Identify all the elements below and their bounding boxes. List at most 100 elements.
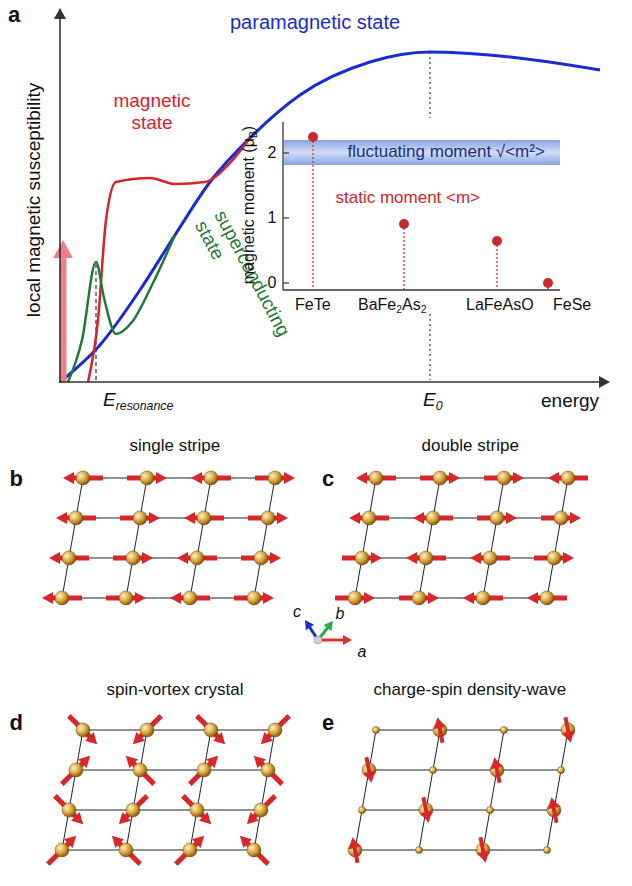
figure-label: spin-vortex crystal — [107, 680, 244, 700]
charge-spin-density-wave-lattice — [348, 717, 575, 862]
guide-line — [429, 52, 430, 118]
fe-atom — [362, 511, 376, 525]
single-stripe-lattice — [42, 471, 295, 605]
spin-arrow — [477, 837, 489, 862]
fluctuating-band — [284, 140, 560, 165]
figure-label: a — [8, 2, 20, 27]
figure-label: d — [10, 710, 23, 735]
moment-dot — [543, 278, 553, 288]
figure-label: b — [10, 466, 23, 491]
figure-label: magnetic state — [102, 90, 202, 134]
fe-atom — [261, 511, 275, 525]
fe-atom — [501, 727, 508, 734]
fe-atom — [558, 767, 565, 774]
lattice-line — [483, 730, 504, 850]
fe-atom — [483, 551, 497, 565]
drop-line — [403, 224, 404, 290]
spin-arrow — [176, 836, 204, 864]
fe-atom — [76, 471, 90, 485]
figure-label: charge-spin density-wave — [374, 680, 567, 700]
spin-arrow — [62, 756, 90, 784]
lattice-line — [190, 730, 211, 850]
drop-line — [496, 241, 497, 290]
lattice-line — [190, 478, 211, 598]
fe-atom — [76, 723, 90, 737]
figure-label: c — [293, 603, 301, 621]
spin-arrow — [197, 716, 225, 744]
spin-arrow — [55, 796, 83, 824]
figure-label: local magnetic susceptibility — [23, 83, 45, 317]
figure-label: 2 — [268, 144, 277, 162]
lattice-line — [69, 558, 261, 559]
fe-atom — [247, 843, 261, 857]
spin-arrow — [470, 552, 510, 564]
lattice-line — [419, 478, 440, 598]
moment-dot — [308, 132, 318, 142]
fe-atom — [140, 471, 154, 485]
fe-atom — [254, 803, 268, 817]
lattice-line — [76, 770, 268, 771]
figure-label: FeSe — [553, 296, 591, 314]
fe-atom — [540, 591, 554, 605]
spin-arrow — [342, 552, 382, 564]
lattice-line — [419, 730, 440, 850]
lattice-line — [76, 518, 268, 519]
spin-arrow — [191, 472, 231, 484]
spin-arrow — [248, 512, 288, 524]
moment-dot — [399, 219, 409, 229]
fe-atom — [561, 471, 575, 485]
fe-atom — [490, 511, 504, 525]
fe-atom — [55, 591, 69, 605]
fe-atom — [430, 767, 437, 774]
spin-arrow — [184, 512, 224, 524]
fe-atom — [197, 511, 211, 525]
figure-label: static moment <m> — [336, 188, 481, 208]
lattice-line — [355, 478, 376, 598]
spin-arrow — [112, 836, 140, 864]
spin-arrow — [255, 472, 295, 484]
spin-arrow — [399, 592, 439, 604]
figure-label: single stripe — [130, 436, 221, 456]
spin-arrow — [434, 717, 446, 742]
figure-label: Eresonance — [103, 389, 173, 413]
lattice-line — [369, 518, 561, 519]
lattice-line — [83, 478, 275, 479]
spin-arrow — [463, 592, 503, 604]
spin-arrow — [527, 592, 567, 604]
lattice-line — [126, 730, 147, 850]
drop-line — [312, 137, 313, 290]
fe-atom — [476, 591, 490, 605]
resonance-arrow — [53, 240, 73, 382]
lattice-line — [83, 730, 275, 731]
figure-label: c — [322, 466, 334, 491]
spin-arrow — [477, 512, 517, 524]
guide-line — [429, 314, 430, 380]
fe-atom — [62, 803, 76, 817]
spin-arrow — [190, 756, 218, 784]
lattice-line — [369, 770, 561, 771]
lattice-line — [547, 730, 568, 850]
lattice-line — [69, 810, 261, 811]
figure-label: e — [322, 710, 334, 735]
fe-atom — [433, 471, 447, 485]
fe-atom — [426, 511, 440, 525]
fe-atom — [355, 551, 369, 565]
spin-arrow — [413, 512, 453, 524]
lattice-line — [355, 730, 376, 850]
fe-atom — [126, 803, 140, 817]
spin-arrow — [548, 797, 560, 822]
spin-arrow — [240, 836, 268, 864]
fe-atom — [133, 511, 147, 525]
x-axis — [59, 376, 610, 388]
fe-atom — [254, 551, 268, 565]
spin-arrow — [420, 472, 460, 484]
fe-atom — [547, 551, 561, 565]
spin-arrow — [133, 716, 161, 744]
figure-label: paramagnetic state — [230, 11, 400, 34]
lattice-line — [362, 558, 554, 559]
spin-arrow — [170, 592, 210, 604]
spin-vortex-lattice — [48, 716, 289, 864]
